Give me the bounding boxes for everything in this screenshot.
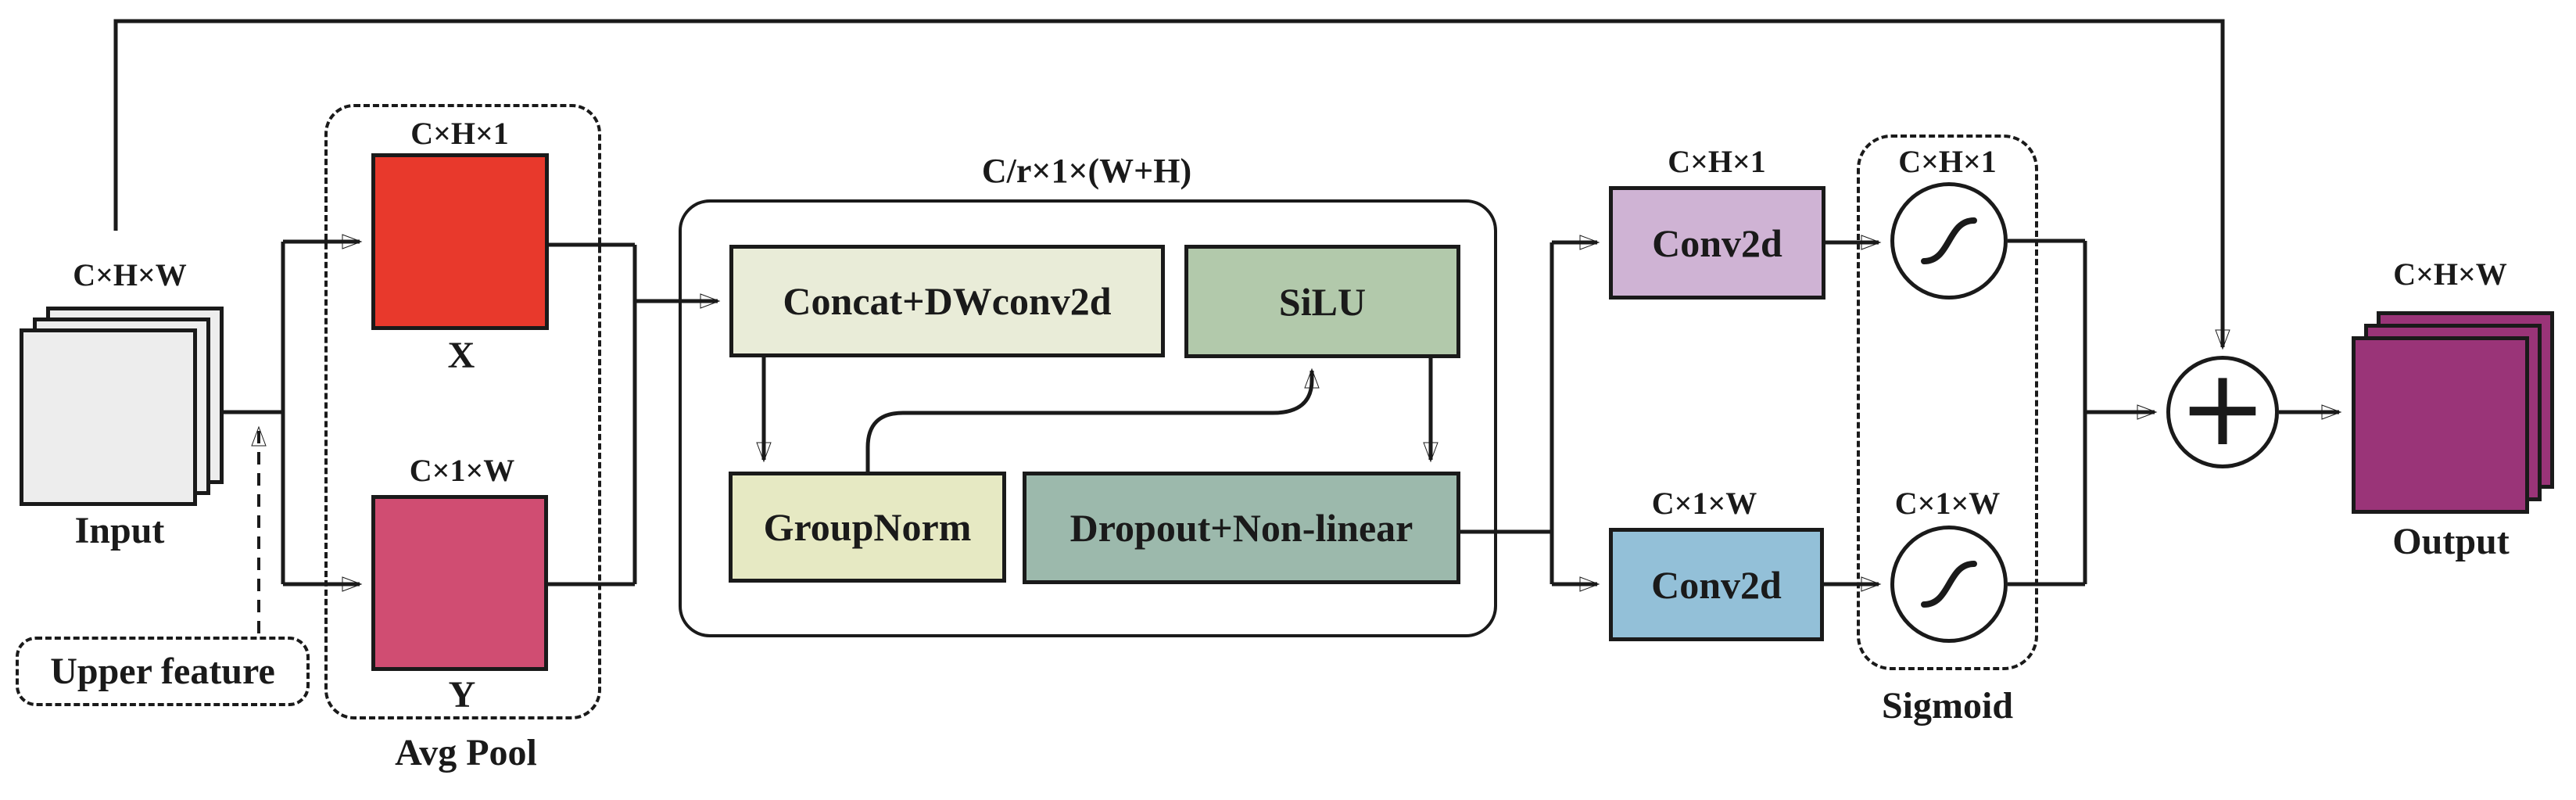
dropout-nonlinear-label: Dropout+Non-linear	[1069, 506, 1413, 550]
y-pool-dims-label: C×1×W	[409, 453, 515, 488]
bottleneck-dims-title: C/r×1×(W+H)	[981, 152, 1192, 190]
x-pool-dims-label: C×H×1	[410, 116, 509, 151]
y-pool-box	[371, 495, 548, 671]
plus-icon: +	[2178, 346, 2267, 469]
conv-w-dims-label: C×1×W	[1651, 486, 1757, 521]
sigmoid-w-node	[1890, 526, 2008, 643]
bottleneck-container	[679, 199, 1497, 637]
sigmoid-h-node	[1890, 182, 2008, 300]
input-label: Input	[74, 510, 165, 551]
sigmoid-w-dims-label: C×1×W	[1894, 486, 2001, 521]
sigmoid-curve-icon	[1921, 561, 1977, 608]
sigmoid-h-dims-label: C×H×1	[1898, 144, 1997, 179]
input-stack-layer-front	[20, 328, 197, 506]
avg-pool-container	[324, 104, 601, 719]
concat-dwconv2d-label: Concat+DWconv2d	[783, 279, 1112, 323]
conv2d-h-box: Conv2d	[1609, 186, 1825, 300]
silu-box: SiLU	[1184, 245, 1460, 358]
groupnorm-box: GroupNorm	[729, 472, 1006, 583]
input-dims-label: C×H×W	[73, 257, 187, 292]
output-label: Output	[2392, 521, 2510, 562]
output-stack-layer-front	[2352, 336, 2529, 514]
sigmoid-container	[1857, 135, 2038, 670]
sigmoid-label: Sigmoid	[1881, 685, 2014, 726]
concat-dwconv2d-box: Concat+DWconv2d	[729, 245, 1165, 357]
add-node: +	[2166, 346, 2279, 469]
conv2d-h-label: Conv2d	[1652, 221, 1782, 265]
silu-label: SiLU	[1278, 279, 1367, 324]
x-pool-box	[371, 153, 549, 330]
sigmoid-curve-icon	[1921, 217, 1977, 264]
conv2d-w-label: Conv2d	[1651, 562, 1782, 607]
avg-pool-label: Avg Pool	[395, 732, 537, 773]
upper-feature-label: Upper feature	[50, 651, 275, 692]
dropout-nonlinear-box: Dropout+Non-linear	[1023, 472, 1460, 584]
y-pool-label: Y	[448, 674, 476, 716]
conv2d-w-box: Conv2d	[1609, 528, 1824, 641]
conv-h-dims-label: C×H×1	[1668, 144, 1766, 179]
output-dims-label: C×H×W	[2393, 257, 2507, 292]
groupnorm-label: GroupNorm	[763, 505, 972, 549]
upper-feature-box: Upper feature	[16, 637, 310, 706]
x-pool-label: X	[447, 335, 475, 376]
